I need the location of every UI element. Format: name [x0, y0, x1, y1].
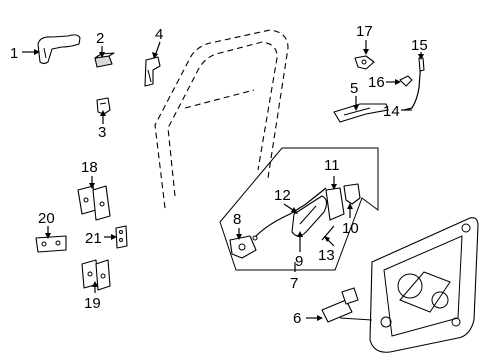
part-clip [354, 55, 375, 70]
callout-15: 15 [411, 37, 428, 54]
callout-21: 21 [85, 230, 102, 247]
callout-16: 16 [368, 74, 385, 91]
part-cap [94, 52, 115, 68]
callout-13: 13 [318, 247, 335, 264]
leader-lines [22, 40, 424, 321]
part-rod-clip [399, 75, 413, 87]
callout-14: 14 [383, 103, 400, 120]
part-handle-bracket [325, 187, 345, 221]
callout-4: 4 [155, 26, 163, 43]
callout-8: 8 [233, 211, 241, 228]
part-handle-bezel [343, 183, 361, 205]
callout-7: 7 [290, 275, 298, 292]
part-inside-handle [291, 187, 328, 237]
callout-10: 10 [342, 220, 359, 237]
callout-3: 3 [98, 124, 106, 141]
part-regulator-panel [321, 217, 479, 353]
door-outline [154, 29, 289, 209]
part-lower-hinge [81, 259, 111, 291]
part-latch [229, 235, 257, 259]
callout-20: 20 [38, 210, 55, 227]
callout-labels: 1 2 3 4 5 6 7 8 9 10 11 12 13 14 15 16 1… [10, 23, 428, 327]
part-rod-clip-small [321, 225, 335, 241]
callout-11: 11 [324, 157, 340, 174]
part-upper-hinge [77, 185, 111, 221]
callout-12: 12 [274, 187, 291, 204]
part-bezel [96, 97, 111, 115]
part-latch-rod [252, 203, 307, 241]
callout-18: 18 [81, 159, 98, 176]
callout-9: 9 [295, 253, 303, 270]
callout-6: 6 [293, 310, 301, 327]
callout-19: 19 [84, 295, 101, 312]
part-outside-handle [37, 34, 81, 65]
part-plate [115, 225, 128, 249]
part-rail-bracket [333, 103, 389, 123]
callout-1: 1 [10, 45, 18, 62]
callout-2: 2 [96, 30, 104, 47]
part-reinforcement [144, 56, 161, 87]
callout-17: 17 [356, 23, 373, 40]
callout-5: 5 [350, 80, 358, 97]
part-check-link [35, 235, 67, 253]
assembly-outline [219, 147, 379, 271]
